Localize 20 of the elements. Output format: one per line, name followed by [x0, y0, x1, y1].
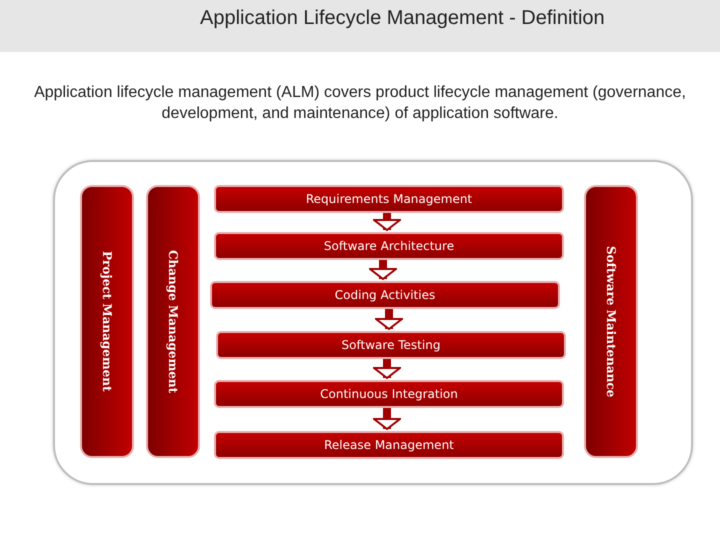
bar-label: Software Maintenance — [604, 246, 618, 398]
subtitle-text: Application lifecycle management (ALM) covers product lifecycle management (governance, development, and maintenance) of application software. — [33, 83, 687, 124]
process-bar: Coding Activities — [210, 281, 560, 309]
process-bar: Requirements Management — [214, 185, 564, 213]
arrow — [373, 357, 401, 379]
arrow — [375, 307, 403, 330]
arrow — [373, 406, 401, 430]
process-bar: Software Architecture — [214, 232, 564, 260]
bar-label: Change Management — [166, 250, 180, 394]
process-bar: Software Testing — [216, 331, 566, 359]
rounded-frame — [53, 160, 693, 485]
vertical-bar — [584, 185, 638, 458]
bar-label: Project Management — [100, 251, 114, 392]
process-bar: Continuous Integration — [214, 380, 564, 408]
process-bar: Release Management — [214, 431, 564, 459]
slide-title: Application Lifecycle Management - Definition — [200, 6, 606, 30]
arrow — [373, 211, 401, 231]
vertical-bar — [80, 185, 134, 458]
vertical-bar — [146, 185, 200, 458]
arrow — [369, 258, 397, 280]
